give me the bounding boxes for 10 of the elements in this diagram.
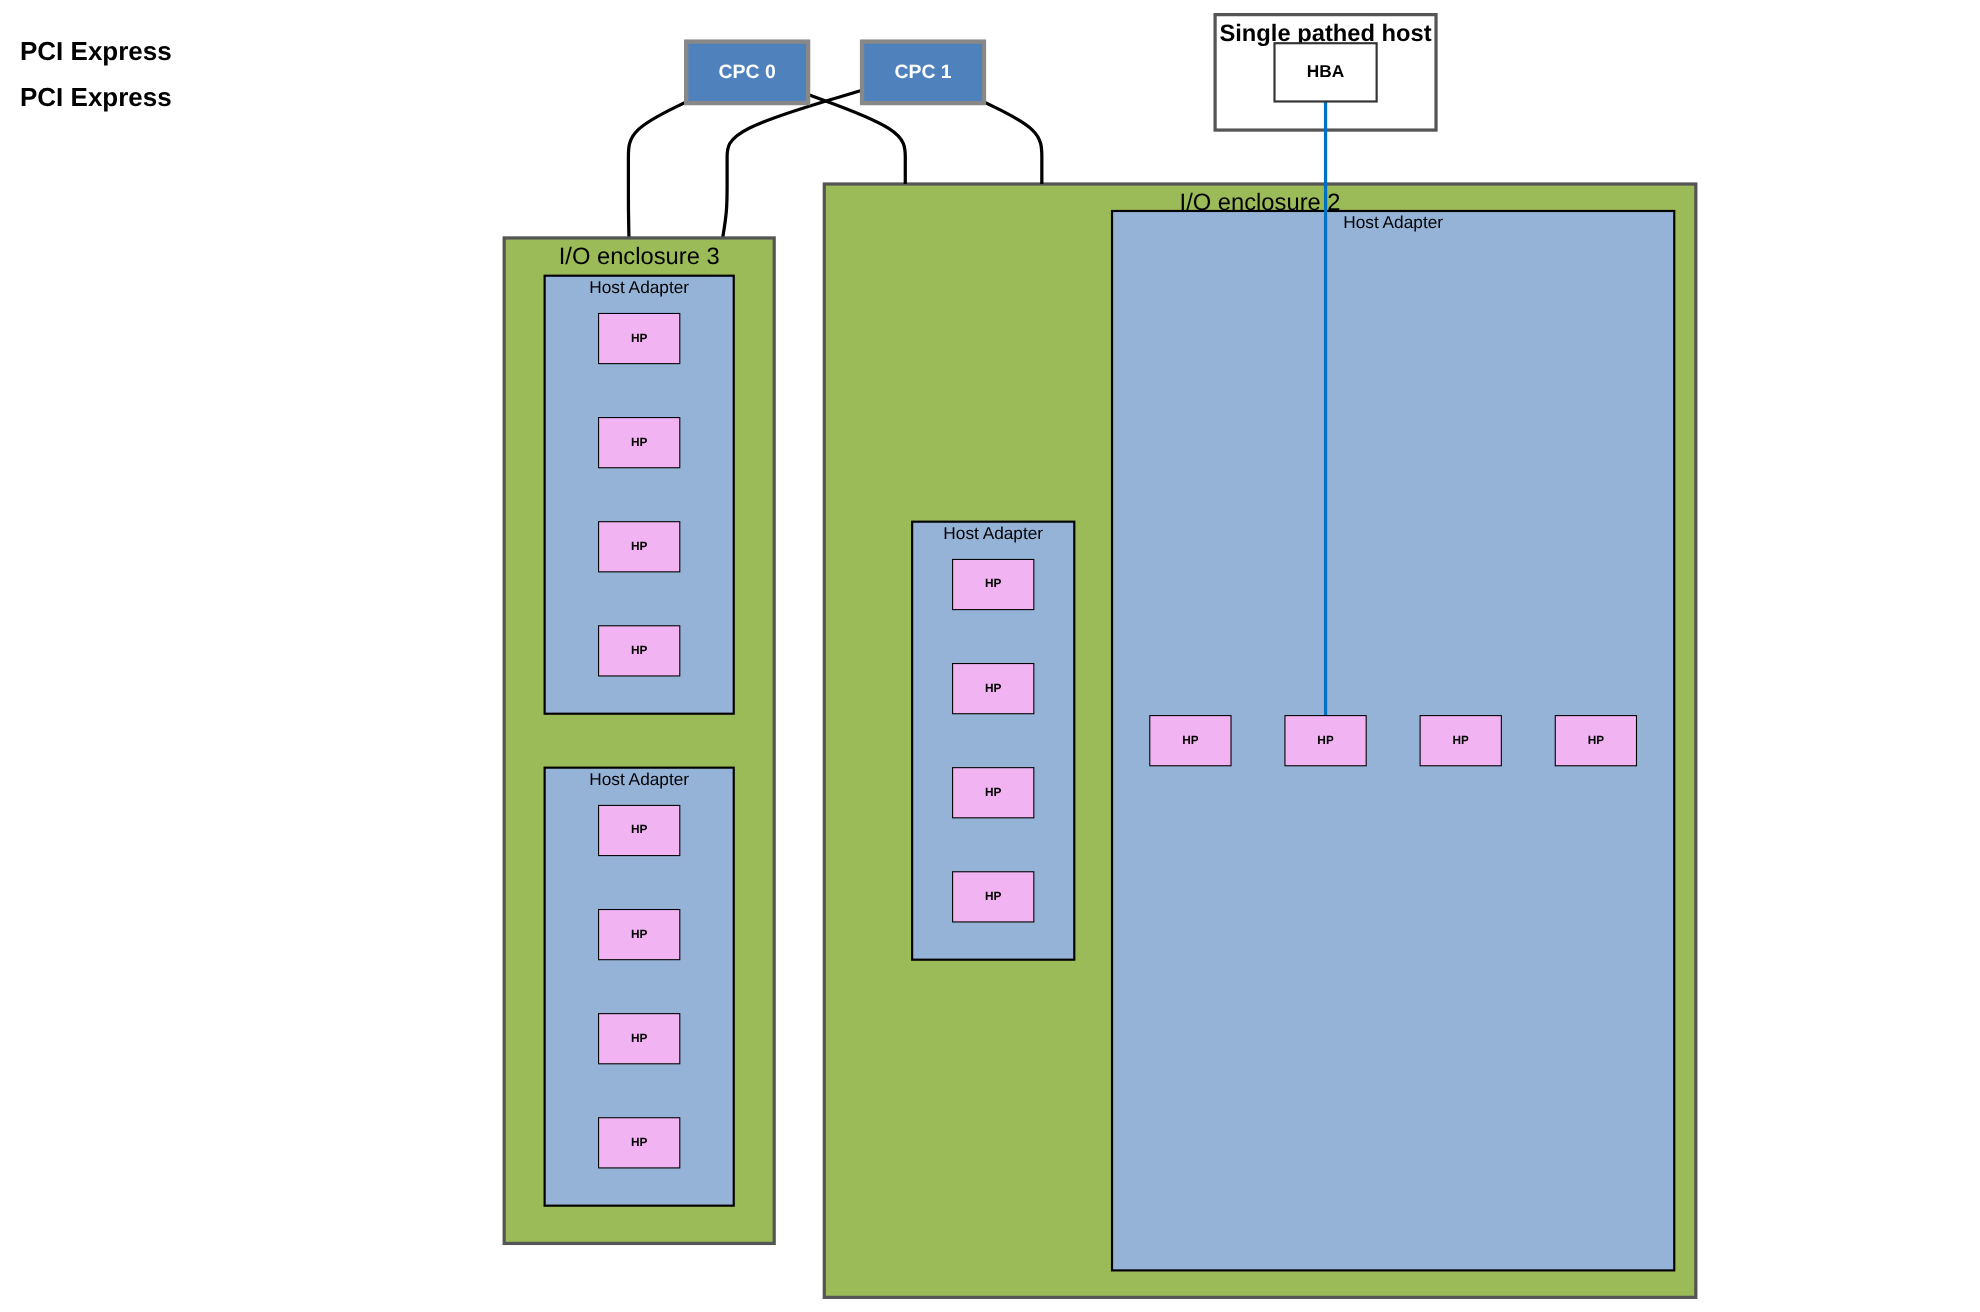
connector — [807, 93, 907, 184]
connector — [721, 88, 863, 239]
connection-label: PCI Express — [20, 36, 174, 66]
connection-label: PCI Express — [20, 82, 174, 112]
node-box: CPC 1 — [859, 39, 987, 106]
connector — [626, 100, 687, 238]
node-box: CPC 0 — [684, 39, 811, 106]
connector — [983, 100, 1044, 184]
node-box: HBA — [1273, 42, 1378, 103]
connector — [1323, 101, 1328, 716]
